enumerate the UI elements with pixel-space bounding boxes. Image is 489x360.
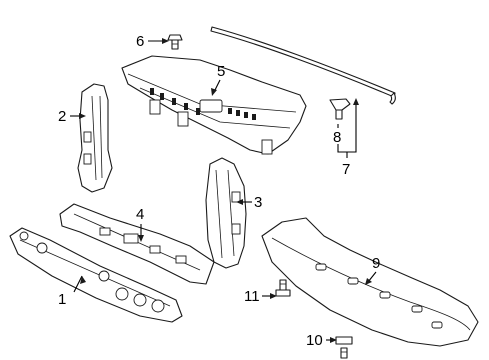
part-weatherstrip-seal: [210, 26, 396, 105]
callout-8: 8: [333, 129, 341, 146]
part-bolt-11: [275, 279, 291, 297]
part-upper-shield: [121, 55, 307, 155]
part-left-side-bracket: [77, 83, 113, 193]
callout-3: 3: [254, 194, 262, 211]
callout-11: 11: [244, 288, 260, 305]
callout-labels: 1 2 3 4 5 6 7 8 9 10 11: [58, 33, 380, 349]
part-push-clip: [167, 34, 183, 50]
callout-7: 7: [342, 161, 350, 178]
callout-1: 1: [58, 291, 66, 308]
arrowheads: [79, 38, 372, 343]
callout-2: 2: [58, 108, 66, 125]
part-bolt-10: [335, 336, 353, 359]
callout-9: 9: [372, 255, 380, 272]
part-right-side-bracket: [205, 157, 247, 269]
callout-5: 5: [217, 63, 225, 80]
leader-1: [73, 275, 83, 293]
callout-10: 10: [306, 332, 323, 349]
part-lower-support: [9, 227, 183, 323]
callout-6: 6: [136, 33, 144, 50]
part-clip: [329, 98, 351, 120]
callout-4: 4: [136, 206, 144, 223]
part-center-support: [59, 203, 215, 285]
